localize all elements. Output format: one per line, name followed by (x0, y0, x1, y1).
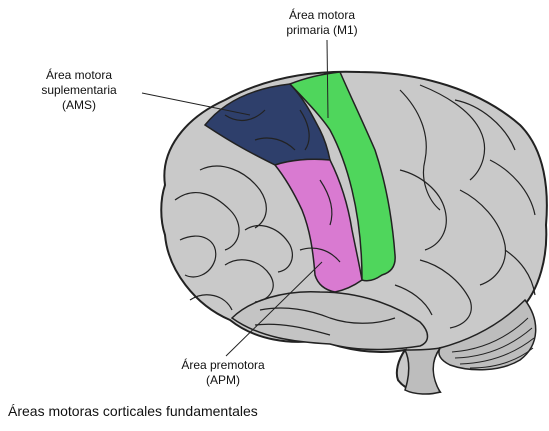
label-m1-line2: primaria (M1) (262, 23, 382, 38)
label-apm-line2: (APM) (168, 373, 278, 388)
label-m1-line1: Área motora (262, 8, 382, 23)
label-premotor-area: Área premotora (APM) (168, 358, 278, 388)
label-ams-line1: Área motora (14, 68, 144, 83)
label-supplementary-motor-area: Área motora suplementaria (AMS) (14, 68, 144, 113)
label-apm-line1: Área premotora (168, 358, 278, 373)
label-ams-line3: (AMS) (14, 98, 144, 113)
label-primary-motor-area: Área motora primaria (M1) (262, 8, 382, 38)
figure-caption: Áreas motoras corticales fundamentales (8, 403, 258, 419)
brainstem (405, 348, 440, 394)
label-ams-line2: suplementaria (14, 83, 144, 98)
